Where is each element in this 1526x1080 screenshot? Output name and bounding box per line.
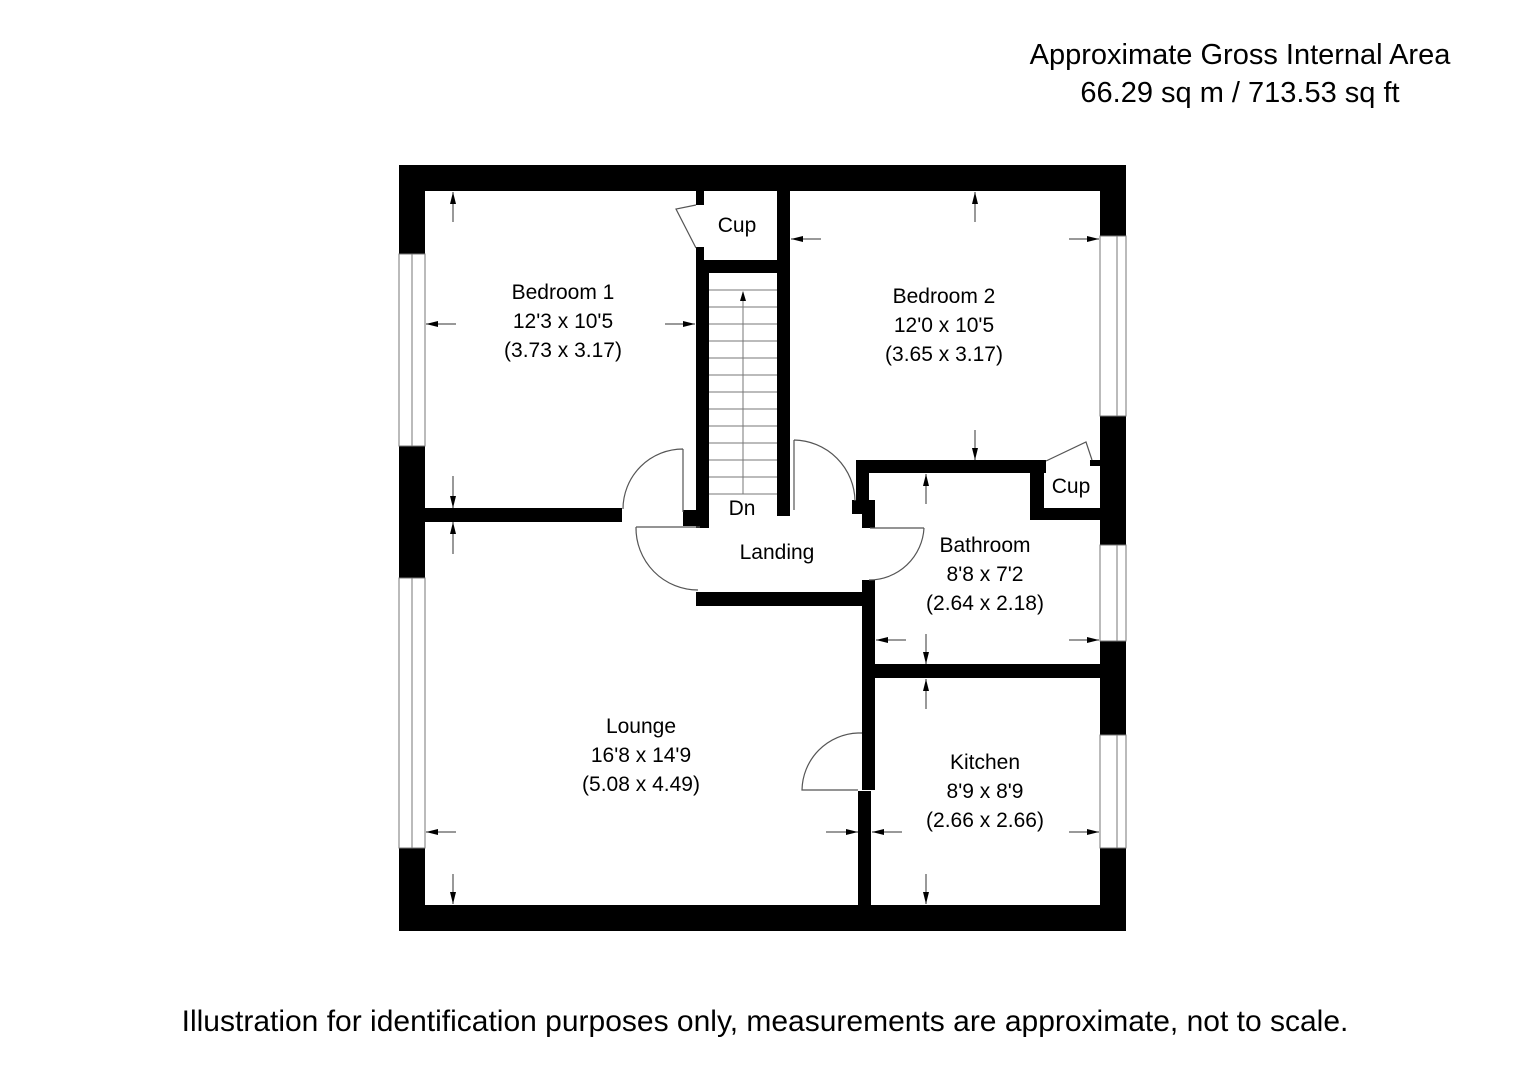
room-size-imperial: 8'9 x 8'9 bbox=[947, 780, 1024, 803]
room-size-metric: (2.66 x 2.66) bbox=[926, 809, 1044, 832]
staircase bbox=[709, 289, 777, 495]
room-size-metric: (5.08 x 4.49) bbox=[582, 773, 700, 796]
windows-left bbox=[398, 253, 426, 849]
room-size-imperial: 12'0 x 10'5 bbox=[894, 314, 994, 337]
stair-direction-arrow-icon bbox=[740, 291, 746, 301]
room-name: Bedroom 1 bbox=[512, 281, 615, 304]
room-size-imperial: 16'8 x 14'9 bbox=[591, 744, 691, 767]
cupboard-label: Cup bbox=[718, 214, 757, 237]
windows-right bbox=[1099, 235, 1127, 849]
room-name: Lounge bbox=[606, 715, 676, 738]
room-size-imperial: 8'8 x 7'2 bbox=[947, 563, 1024, 586]
room-bedroom-2: Bedroom 2 12'0 x 10'5 (3.65 x 3.17) bbox=[885, 285, 1003, 366]
interior-walls bbox=[425, 191, 1110, 911]
room-name: Kitchen bbox=[950, 751, 1020, 774]
room-size-metric: (3.65 x 3.17) bbox=[885, 343, 1003, 366]
stairs-down-label: Dn bbox=[729, 497, 756, 520]
room-landing: Landing bbox=[740, 541, 815, 564]
area-title: Approximate Gross Internal Area bbox=[1029, 39, 1451, 71]
room-name: Bathroom bbox=[939, 534, 1030, 557]
room-size-metric: (2.64 x 2.18) bbox=[926, 592, 1044, 615]
cupboard-label: Cup bbox=[1052, 475, 1091, 498]
doors bbox=[622, 204, 1093, 791]
room-size-metric: (3.73 x 3.17) bbox=[504, 339, 622, 362]
room-bathroom: Bathroom 8'8 x 7'2 (2.64 x 2.18) bbox=[926, 534, 1044, 615]
room-lounge: Lounge 16'8 x 14'9 (5.08 x 4.49) bbox=[582, 715, 700, 796]
room-bedroom-1: Bedroom 1 12'3 x 10'5 (3.73 x 3.17) bbox=[504, 281, 622, 362]
room-name: Bedroom 2 bbox=[893, 285, 996, 308]
room-size-imperial: 12'3 x 10'5 bbox=[513, 310, 613, 333]
room-kitchen: Kitchen 8'9 x 8'9 (2.66 x 2.66) bbox=[926, 751, 1044, 832]
area-value: 66.29 sq m / 713.53 sq ft bbox=[1080, 77, 1400, 109]
disclaimer: Illustration for identification purposes… bbox=[181, 1005, 1349, 1038]
area-header: Approximate Gross Internal Area 66.29 sq… bbox=[990, 36, 1490, 112]
dimension-arrows bbox=[426, 192, 1099, 904]
